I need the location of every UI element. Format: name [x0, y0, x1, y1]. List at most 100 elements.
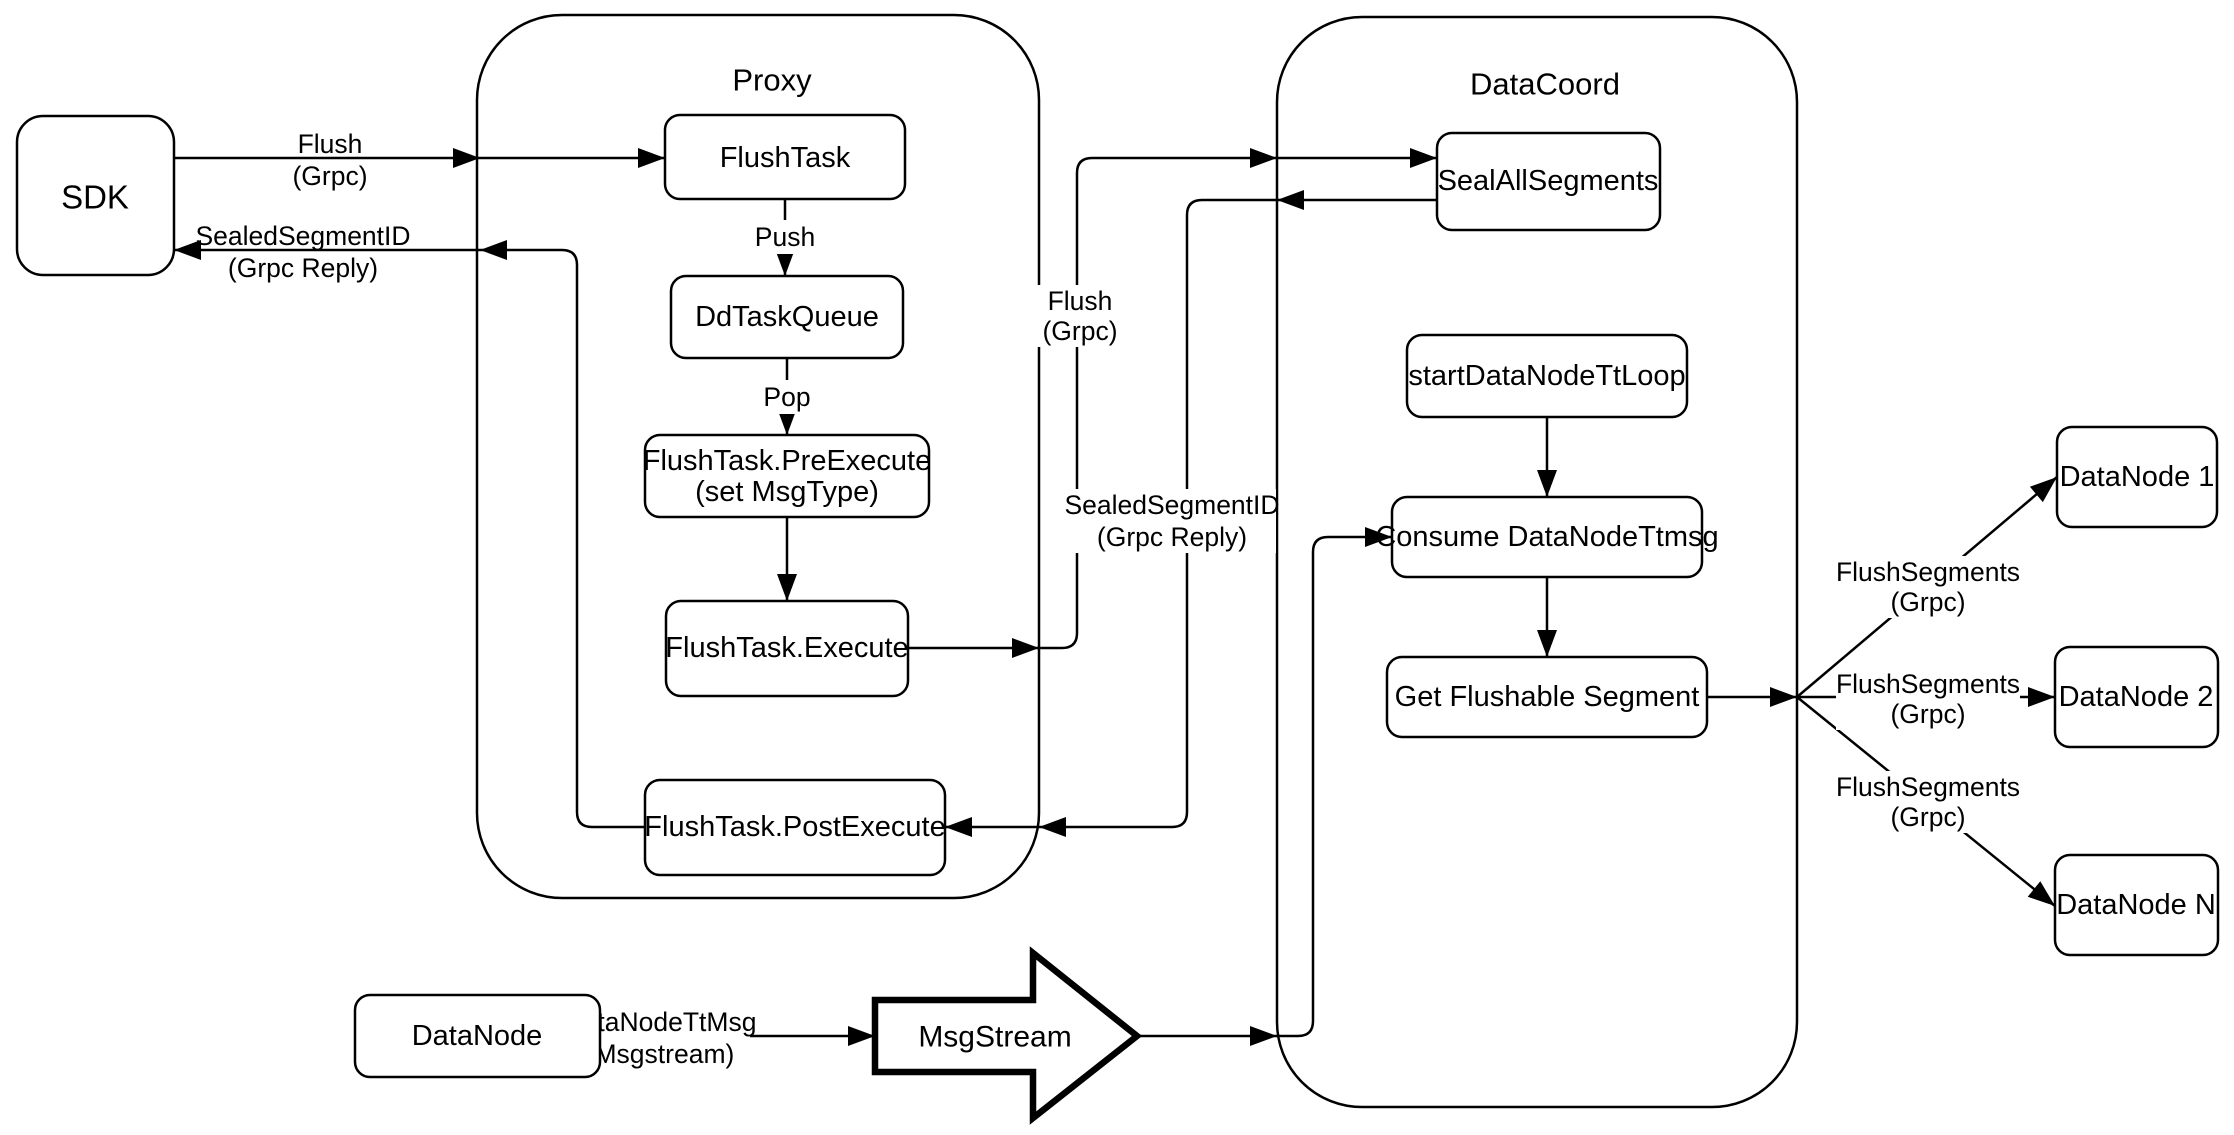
svg-text:DataNode: DataNode — [412, 1020, 543, 1052]
node-datanode2: DataNode 2 — [2053, 645, 2220, 749]
arrowhead-datacoord-exit-sealed — [1277, 190, 1304, 210]
node-datanoden: DataNode N — [2053, 853, 2220, 957]
startdatanodettloop-box — [1405, 333, 1689, 419]
label-pop: Pop — [757, 380, 817, 414]
datanode-bottom-box — [353, 993, 602, 1079]
datanode1-box — [2055, 425, 2219, 529]
arrowhead-datacoord-entry-ttmsg — [1250, 1026, 1277, 1046]
svg-text:DataNode 1: DataNode 1 — [2060, 461, 2215, 493]
datanode2-box — [2053, 645, 2220, 749]
svg-text:Push: Push — [755, 222, 815, 252]
arrowhead-proxy-entry-sealed — [1039, 817, 1066, 837]
svg-text:FlushTask.PostExecute: FlushTask.PostExecute — [644, 811, 945, 843]
proxy-container — [475, 13, 1041, 900]
datacoord-title: DataCoord — [1470, 67, 1620, 102]
node-postexecute: FlushTask.PostExecute — [643, 778, 947, 877]
svg-text:(Grpc): (Grpc) — [292, 161, 367, 191]
label-sealedsegmentid-sdk: SealedSegmentID (Grpc Reply) — [195, 221, 410, 283]
svg-text:(Grpc): (Grpc) — [1890, 699, 1965, 729]
label-push-bg — [753, 220, 817, 254]
consumedatanodettmsg-box — [1390, 495, 1704, 579]
svg-text:SealedSegmentID: SealedSegmentID — [1064, 490, 1279, 520]
arrowhead-into-datanode1 — [2029, 477, 2057, 503]
arrowhead-into-execute — [777, 574, 797, 601]
arrowhead-into-ddtaskqueue — [775, 249, 795, 276]
node-getflushablesegment: Get Flushable Segment — [1385, 655, 1709, 739]
edge-execute-to-sealallsegments — [908, 156, 1437, 650]
label-flush-mid-bg — [1032, 285, 1128, 347]
arrowhead-into-datanode2 — [2028, 687, 2055, 707]
node-consumedatanodettmsg: Consume DataNodeTtmsg — [1375, 495, 1719, 579]
node-datanode-bottom: DataNode — [353, 993, 602, 1079]
svg-text:DataNode N: DataNode N — [2056, 889, 2216, 921]
svg-text:FlushSegments: FlushSegments — [1836, 557, 2020, 587]
svg-text:(Grpc): (Grpc) — [1890, 802, 1965, 832]
postexecute-box — [643, 778, 947, 877]
arrowhead-into-getflushable — [1537, 630, 1557, 657]
proxy-title: Proxy — [732, 63, 812, 98]
svg-text:DdTaskQueue: DdTaskQueue — [695, 301, 879, 333]
svg-text:(Grpc): (Grpc) — [1042, 316, 1117, 346]
label-flushsegments-2-bg — [1836, 668, 2020, 730]
arrowhead-datacoord-exit-junction — [1770, 687, 1797, 707]
svg-text:DataNode 2: DataNode 2 — [2059, 681, 2214, 713]
node-ddtaskqueue: DdTaskQueue — [669, 274, 905, 360]
label-flushsegments-3-bg — [1836, 771, 2020, 833]
node-flushtask: FlushTask — [663, 113, 907, 201]
arrowhead-into-consume-left — [1365, 527, 1392, 547]
arrowhead-into-consume — [1537, 470, 1557, 497]
svg-text:Pop: Pop — [763, 382, 810, 412]
node-sealallsegments: SealAllSegments — [1435, 131, 1662, 232]
node-sdk: SDK — [15, 114, 176, 277]
label-flushsegments-1-bg — [1836, 556, 2020, 618]
arrowhead-into-preexecute — [777, 408, 797, 435]
svg-text:FlushTask.Execute: FlushTask.Execute — [665, 632, 908, 664]
arrowhead-into-datanoden — [2027, 881, 2055, 906]
preexecute-box — [643, 433, 931, 519]
svg-text:(Msgstream): (Msgstream) — [586, 1039, 735, 1069]
datacoord-container — [1275, 15, 1799, 1109]
label-flush-grpc-mid: Flush (Grpc) — [1032, 285, 1128, 347]
arrowhead-into-sealallsegments — [1410, 148, 1437, 168]
sdk-box — [15, 114, 176, 277]
edge-postexecute-to-sdk — [174, 248, 645, 829]
arrowhead-datacoord-entry-flush — [1250, 148, 1277, 168]
svg-text:FlushTask.PreExecute: FlushTask.PreExecute — [643, 445, 932, 477]
execute-box — [664, 599, 910, 698]
flushtask-box — [663, 113, 907, 201]
svg-text:SealAllSegments: SealAllSegments — [1438, 165, 1659, 197]
node-msgstream: MsgStream — [871, 946, 1143, 1125]
label-flush-grpc-sdk: Flush (Grpc) — [292, 129, 367, 191]
edge-msgstream-to-consume — [1137, 535, 1392, 1038]
node-datanode1: DataNode 1 — [2055, 425, 2219, 529]
node-execute: FlushTask.Execute — [664, 599, 910, 698]
svg-text:FlushTask: FlushTask — [720, 142, 851, 174]
svg-text:(Grpc Reply): (Grpc Reply) — [228, 253, 378, 283]
label-sealedsegmentid-mid: SealedSegmentID (Grpc Reply) — [1064, 489, 1280, 553]
svg-text:Flush: Flush — [1048, 286, 1113, 316]
svg-text:Get Flushable Segment: Get Flushable Segment — [1395, 681, 1700, 713]
datanoden-box — [2053, 853, 2220, 957]
label-push: Push — [753, 220, 817, 254]
arrowhead-into-postexecute — [945, 817, 972, 837]
svg-text:Flush: Flush — [298, 129, 363, 159]
node-startdatanodettloop: startDataNodeTtLoop — [1405, 333, 1689, 419]
node-preexecute: FlushTask.PreExecute (set MsgType) — [643, 433, 932, 519]
label-flushsegments-2: FlushSegments (Grpc) — [1836, 668, 2020, 730]
label-sealed-mid-bg — [1068, 489, 1276, 553]
arrowhead-proxy-exit-sealed — [480, 240, 507, 260]
svg-text:startDataNodeTtLoop: startDataNodeTtLoop — [1408, 360, 1685, 392]
svg-text:MsgStream: MsgStream — [918, 1021, 1071, 1054]
sealallsegments-box — [1435, 131, 1662, 232]
svg-text:FlushSegments: FlushSegments — [1836, 772, 2020, 802]
svg-text:Consume DataNodeTtmsg: Consume DataNodeTtmsg — [1375, 521, 1718, 553]
svg-text:SDK: SDK — [61, 179, 129, 216]
arrowhead-proxy-entry-flush — [453, 148, 480, 168]
svg-text:(Grpc Reply): (Grpc Reply) — [1097, 522, 1247, 552]
label-pop-bg — [757, 380, 817, 414]
label-flushsegments-1: FlushSegments (Grpc) — [1836, 556, 2020, 618]
svg-text:(set MsgType): (set MsgType) — [695, 476, 879, 508]
msgstream-arrow-shape — [871, 946, 1143, 1125]
arrowhead-proxy-exit-flush — [1012, 638, 1039, 658]
